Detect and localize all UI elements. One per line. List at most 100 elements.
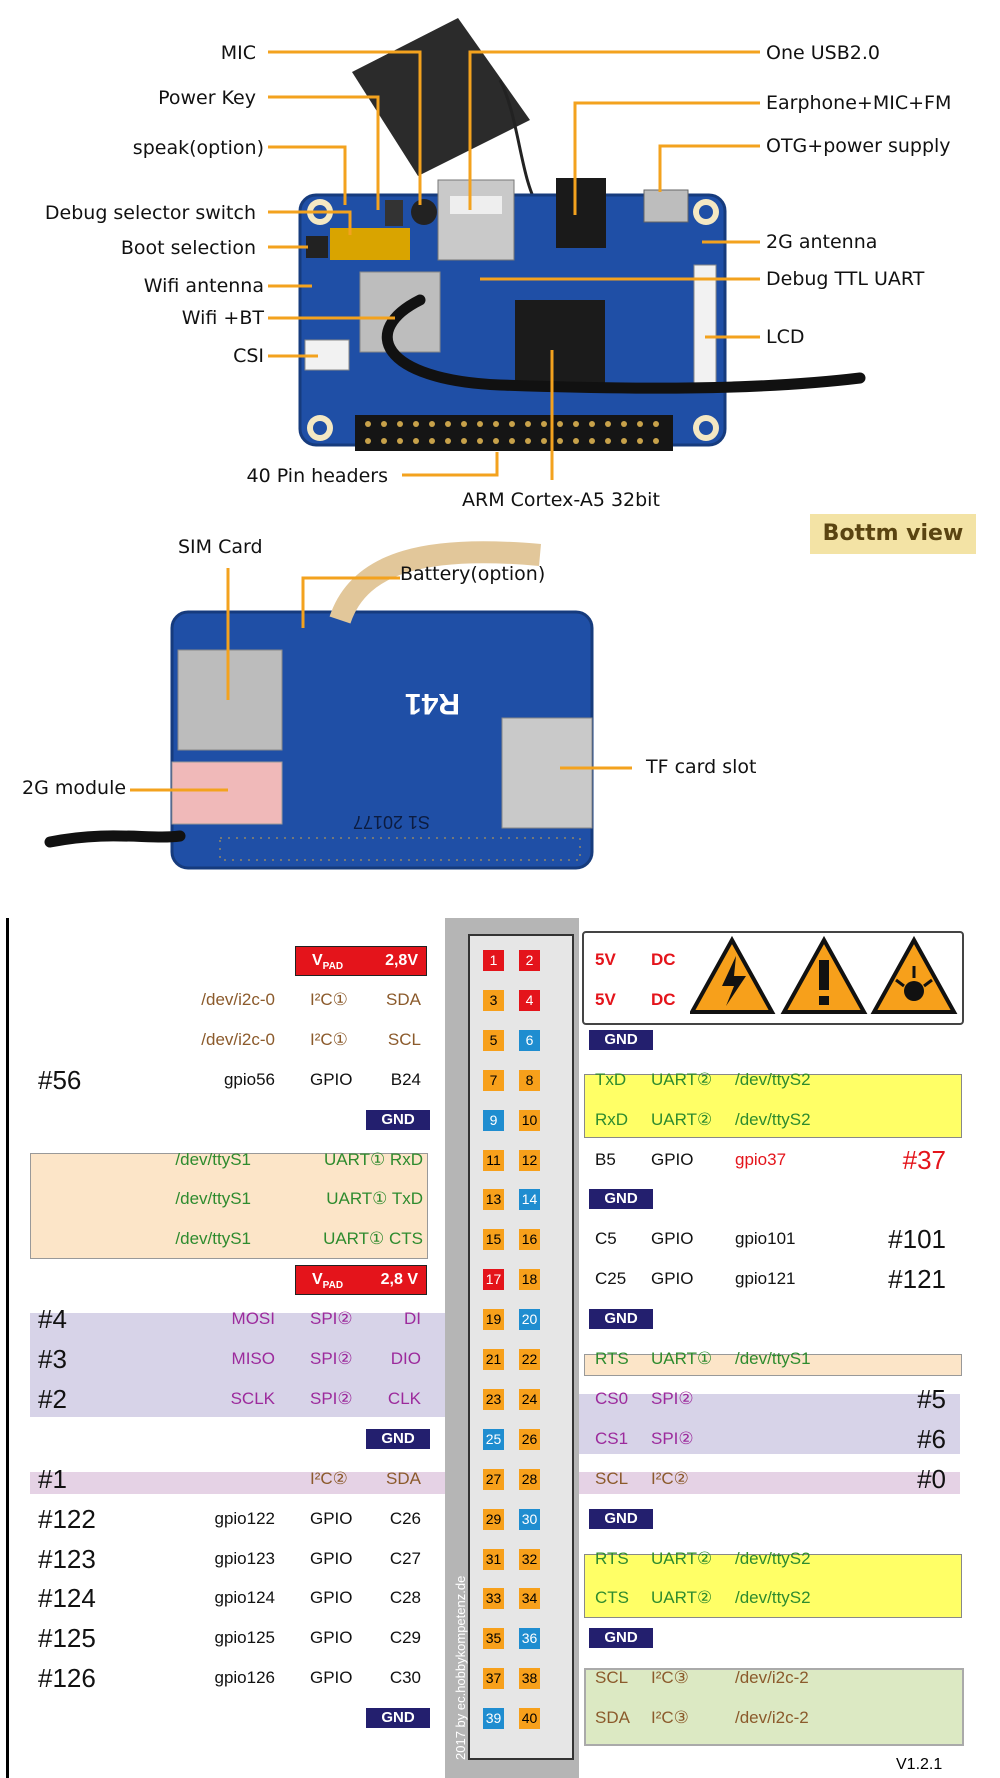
pin-func: UART② xyxy=(651,1109,713,1129)
pin-20: 20 xyxy=(519,1309,540,1331)
pin-33: 33 xyxy=(483,1588,504,1610)
2g-module xyxy=(171,761,283,825)
label-wifi-bt: Wifi +BT xyxy=(181,307,264,329)
pin-label: 5V xyxy=(595,989,616,1009)
version: V1.2.1 xyxy=(896,1756,943,1773)
gpio-number: #37 xyxy=(902,1144,946,1175)
gpio-func: UART① RxD xyxy=(324,1149,423,1169)
pin-func: UART① xyxy=(651,1349,713,1368)
gpio-name: MISO xyxy=(231,1349,275,1368)
gpio-name: gpio123 xyxy=(214,1548,275,1568)
gpio-func: GPIO xyxy=(310,1508,353,1528)
gpio-func: I²C① xyxy=(310,1029,348,1049)
gpio-number: #1 xyxy=(38,1463,67,1494)
pin-func: DC xyxy=(651,950,676,969)
band-uart2-right-a xyxy=(584,1074,962,1138)
pin-gpio: gpio121 xyxy=(735,1269,796,1289)
pin-gpio: /dev/ttyS2 xyxy=(735,1069,811,1089)
pin-34: 34 xyxy=(519,1588,540,1610)
label-40pin: 40 Pin headers xyxy=(246,465,388,487)
right-row: GND xyxy=(585,1621,960,1655)
gpio-name: /dev/i2c-0 xyxy=(201,1029,275,1049)
gpio-number: #126 xyxy=(38,1663,96,1694)
pin-func: I²C③ xyxy=(651,1708,689,1728)
label-tf: TF card slot xyxy=(646,756,757,778)
gnd-label: GND xyxy=(366,1109,430,1130)
gpio-name: /dev/ttyS1 xyxy=(175,1229,251,1249)
gpio-name: gpio126 xyxy=(214,1668,275,1688)
pin-24: 24 xyxy=(519,1388,540,1410)
gpio-pin: SDA xyxy=(386,1468,421,1488)
gpio-name: gpio125 xyxy=(214,1628,275,1648)
pin-func: GPIO xyxy=(651,1229,694,1249)
gpio-func: UART① CTS xyxy=(323,1229,423,1249)
band-i2c3-right xyxy=(584,1668,964,1746)
label-csi: CSI xyxy=(233,345,264,367)
gpio-number: #121 xyxy=(888,1264,946,1295)
label-power-key: Power Key xyxy=(158,87,256,109)
label-debug-switch: Debug selector switch xyxy=(44,202,256,224)
pin-26: 26 xyxy=(519,1428,540,1450)
explosive-warning-icon xyxy=(870,936,958,1014)
pin-func: SPI② xyxy=(651,1388,694,1408)
gpio-pin: C26 xyxy=(389,1508,421,1528)
gpio-number: #4 xyxy=(38,1304,67,1335)
pin-31: 31 xyxy=(483,1548,504,1570)
pin-6: 6 xyxy=(519,1029,540,1051)
pin-gpio: /dev/i2c-2 xyxy=(735,1668,809,1688)
label-battery: Battery(option) xyxy=(400,563,546,585)
gpio-name: MOSI xyxy=(231,1309,275,1329)
pin-gpio: gpio37 xyxy=(735,1149,787,1169)
gpio-func: SPI② xyxy=(310,1349,353,1368)
pin-17: 17 xyxy=(483,1269,504,1291)
pin-2: 2 xyxy=(519,950,540,971)
bottom-view-badge: Bottm view xyxy=(810,514,976,554)
pin-22: 22 xyxy=(519,1349,540,1370)
audio-jack xyxy=(556,178,606,248)
pin-label: C5 xyxy=(595,1229,617,1249)
gpio-func: GPIO xyxy=(310,1069,353,1089)
gpio-pin: DI xyxy=(404,1309,421,1329)
gnd-label: GND xyxy=(589,1309,653,1330)
pin-header-bottom xyxy=(219,837,581,861)
pin-label: SCL xyxy=(595,1468,629,1488)
wifi-antenna-flex xyxy=(352,18,530,176)
warning-icons xyxy=(690,936,958,1014)
gpio-func: UART① TxD xyxy=(326,1189,423,1209)
band-spi-right xyxy=(570,1394,960,1454)
label-lcd: LCD xyxy=(766,326,805,348)
vpad-sub: PAD xyxy=(322,961,344,973)
pin-3: 3 xyxy=(483,989,504,1011)
gpio-number: #123 xyxy=(38,1543,96,1574)
label-earphone: Earphone+MIC+FM xyxy=(766,92,952,114)
right-row: GND xyxy=(585,1182,960,1216)
mic xyxy=(411,199,437,225)
label-speak: speak(option) xyxy=(132,137,264,159)
vpad-sub: PAD xyxy=(322,1280,344,1292)
pin-25: 25 xyxy=(483,1428,504,1450)
gpio-func: GPIO xyxy=(310,1548,353,1568)
left-row: GND xyxy=(0,1701,445,1735)
pin-1: 1 xyxy=(483,950,504,971)
lcd-connector xyxy=(693,264,717,386)
band-uart1-right xyxy=(584,1354,962,1376)
gnd-label: GND xyxy=(589,1189,653,1210)
pin-label: TxD xyxy=(595,1069,627,1089)
gpio-name: gpio56 xyxy=(223,1069,275,1089)
gpio-func: SPI② xyxy=(310,1388,353,1408)
